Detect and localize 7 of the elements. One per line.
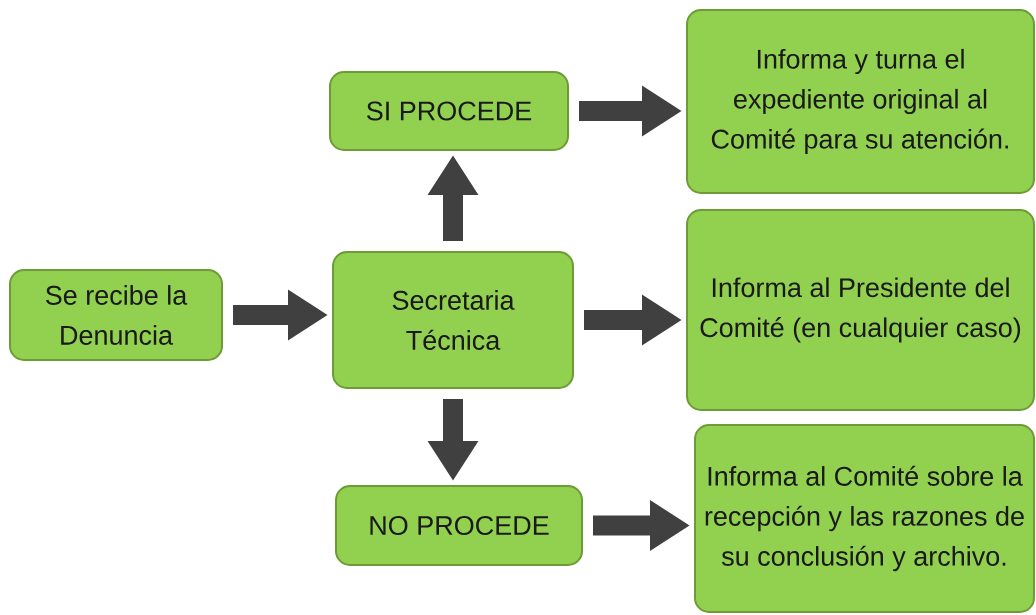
process-box: SI PROCEDE bbox=[329, 71, 569, 151]
process-box: NO PROCEDE bbox=[335, 485, 583, 566]
process-box: Secretaria Técnica bbox=[332, 251, 574, 389]
process-box: Informa al Presidente del Comité (en cualquier caso) bbox=[686, 209, 1035, 411]
process-box: Informa y turna el expediente original al Comité para su atención. bbox=[686, 9, 1035, 194]
process-box: Informa al Comité sobre la recepción y las razones de su conclusión y archivo. bbox=[694, 424, 1035, 613]
process-box: Se recibe la Denuncia bbox=[9, 269, 223, 361]
